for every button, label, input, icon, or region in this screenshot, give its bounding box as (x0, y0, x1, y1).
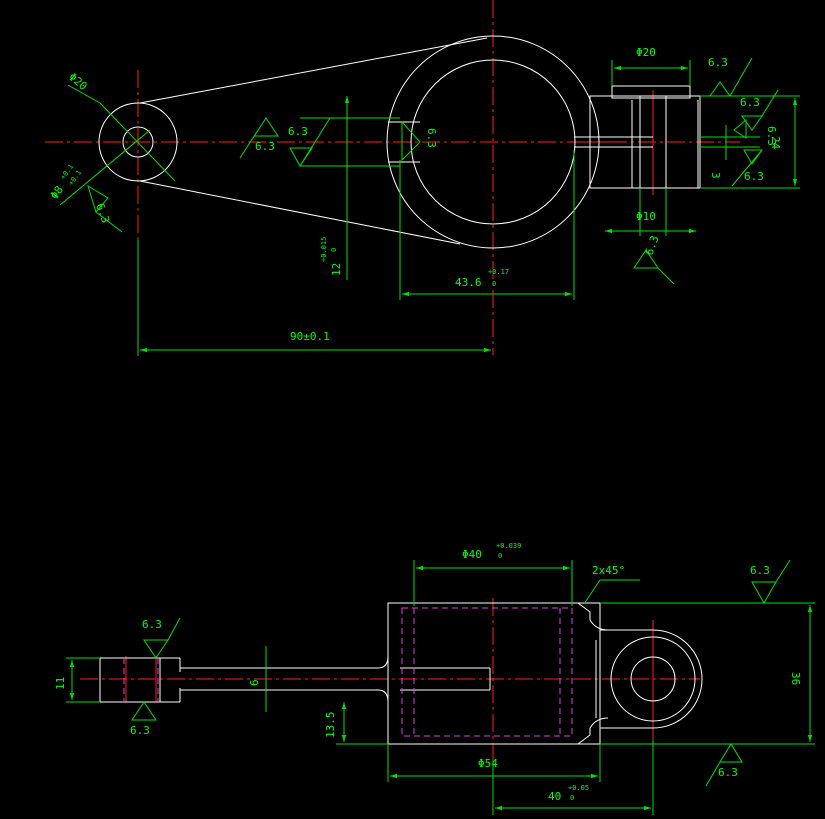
dia8-leader (59, 129, 151, 206)
chamfer-bottom (577, 717, 609, 745)
dim40-label: 40 (548, 790, 561, 803)
dim436-label: 43.6 (455, 276, 482, 289)
dia54-label: Φ54 (478, 757, 498, 770)
roughness-left-bottom-label: 6.3 (130, 724, 150, 737)
big-end-bore (410, 59, 576, 225)
dia20-boss-label: Φ20 (636, 46, 656, 59)
big-end-body (387, 602, 601, 745)
bore-hidden-outline (401, 607, 573, 737)
web-fillet-bottom (377, 689, 389, 703)
dia40-tol-lower: 0 (498, 552, 502, 560)
top-view: Φ20 Φ8 +0.1 +0.1 6.3 6.3 6.3 12 +0.015 0… (45, 0, 800, 356)
roughness-symbol-slot-a (239, 117, 279, 159)
dim40-tol-upper: +0.05 (568, 784, 589, 792)
roughness-symbol-left (87, 184, 123, 233)
roughness-boss-r3-label: 6.3 (744, 170, 764, 183)
roughness-bore-label: 6.3 (425, 128, 438, 148)
dim36-label: 36 (789, 672, 802, 685)
dim3-label: 3 (709, 172, 722, 179)
ear-boss-circle (610, 636, 696, 722)
small-end-hole (122, 126, 154, 158)
roughness-symbol-boss-r3 (731, 149, 763, 187)
small-end-outer-circle (98, 102, 178, 182)
roughness-symbol-left-bottom (131, 701, 157, 721)
dim12-label: 12 (330, 263, 343, 276)
arm-upper-edge (139, 37, 488, 104)
roughness-boss-r1-label: 6.3 (740, 96, 760, 109)
roughness-boss-r2-label: 6.3 (765, 126, 778, 146)
chamfer-top (577, 602, 609, 631)
dim90-label: 90±0.1 (290, 330, 330, 343)
arm-lower-edge (139, 180, 461, 245)
boss-top-face (611, 85, 691, 99)
roughness-slot-b-label: 6.3 (288, 125, 308, 138)
dim11-label: 11 (54, 677, 67, 690)
dia40-tol-upper: +0.039 (496, 542, 521, 550)
roughness-symbol-bore (401, 120, 421, 162)
dia20-left-leader-ext (67, 84, 101, 104)
dim436-tol-upper: +0.17 (488, 268, 509, 276)
left-end-outline (99, 657, 161, 703)
dia10-label: Φ10 (636, 210, 656, 223)
roughness-boss-top-label: 6.3 (708, 56, 728, 69)
chamfer-leader (583, 579, 601, 605)
roughness-symbol-left-top (143, 617, 181, 659)
dim12-tol-lower: 0 (330, 248, 338, 252)
dim24-label: 24 (769, 136, 782, 150)
dia40-label: Φ40 (462, 548, 482, 561)
roughness-top-right-label: 6.3 (750, 564, 770, 577)
dia20-left-leader (99, 102, 176, 182)
dim135-label: 13.5 (324, 712, 337, 739)
dim40-tol-lower: 0 (570, 794, 574, 802)
bottom-view: Φ40 +0.039 0 2x45° 6.3 6.3 6.3 11 6 13.5… (54, 542, 815, 815)
roughness-symbol-slot-b (289, 117, 331, 167)
roughness-symbol-boss-r1 (741, 89, 779, 131)
dia8-label: Φ8 (48, 183, 66, 201)
roughness-left-top-label: 6.3 (142, 618, 162, 631)
roughness-symbol-boss-r2 (733, 118, 747, 139)
roughness-symbol-bottom-right (705, 743, 743, 787)
roughness-slot-a-label: 6.3 (255, 140, 275, 153)
roughness-bottom-right-label: 6.3 (718, 766, 738, 779)
dim436-tol-lower: 0 (492, 280, 496, 288)
roughness-left-label: 6.3 (93, 202, 112, 225)
dia20-left-label: Φ20 (66, 70, 90, 93)
boss-outline (589, 95, 701, 189)
roughness-symbol-top-right (751, 559, 791, 605)
ear-arc (652, 629, 703, 729)
dim6-label: 6 (248, 679, 261, 686)
dim12-tol-upper: +0.015 (320, 237, 328, 262)
web-fillet-top (377, 655, 389, 669)
roughness-boss-bottom-label: 6.3 (643, 234, 662, 257)
chamfer-label: 2x45° (592, 564, 625, 577)
big-end-outer-circle (386, 35, 600, 249)
ear-hole (630, 656, 676, 702)
roughness-symbol-boss-bottom (633, 249, 675, 285)
